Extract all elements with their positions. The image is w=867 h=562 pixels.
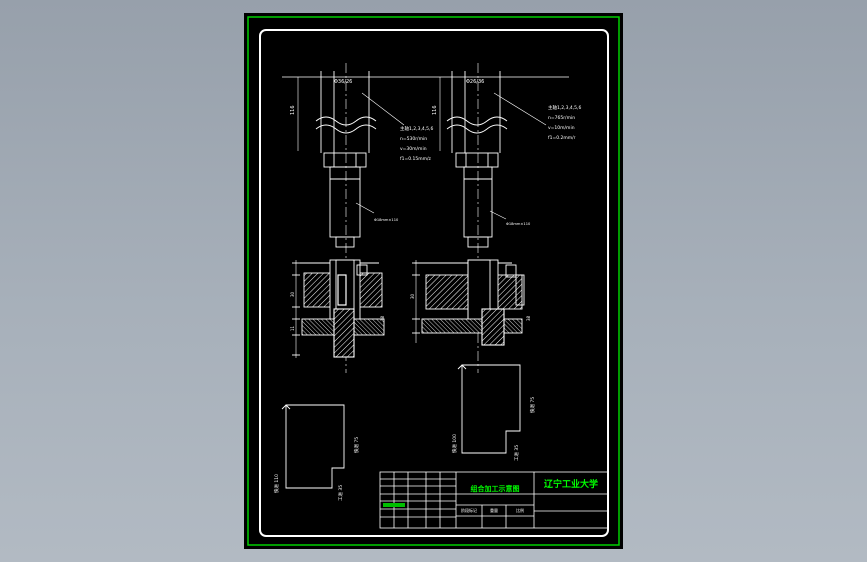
left-cycle-diagram [281,404,345,489]
title-block [379,471,609,529]
right-dim-side: 116 [432,105,438,115]
cell-label-1: 阶段标记 [461,507,477,513]
left-cycle-label-c: 工进 35 [337,485,344,501]
right-spindle-view [412,63,547,373]
title-block-text: 组合加工示意图 辽宁工业大学 阶段标记 重量 比例 [461,478,598,513]
right-note-line-3: v=10m/min [548,125,575,131]
outer-frame [247,16,620,546]
left-dim-base-2: 11 [290,325,295,331]
right-cycle-label-a: 快进 100 [451,434,458,453]
left-dim-base-1: 30 [290,291,295,297]
left-dim-base-3: 38 [380,315,385,321]
left-dim-side: 116 [290,105,296,115]
right-dim-base-1: 30 [410,293,415,299]
left-dim-top: Φ36/26 [334,79,352,85]
right-dim-base-2: 38 [526,315,531,321]
left-cycle-label-b: 快退 75 [353,437,360,453]
cell-label-3: 比例 [516,507,524,513]
left-view-annotations: Φ36/26 116 主轴1,2,3,4,5,6 n=530r/min v=30… [290,79,433,331]
left-note-line-4: f1=0.15mm/z [400,156,432,162]
left-cycle-label-a: 快进 110 [273,474,280,493]
inner-frame [259,29,609,537]
left-tool-label: Φ18mm×110 [374,218,399,222]
right-cycle-diagram [457,364,521,454]
right-note-line-2: n=765r/min [548,115,575,121]
right-note-line-4: f1=0.2mm/r [548,135,576,141]
school-name: 辽宁工业大学 [544,478,598,490]
right-view-annotations: Φ26/36 116 主轴1,2,3,4,5,6 n=765r/min v=10… [410,79,581,321]
cell-label-2: 重量 [490,507,498,513]
right-cycle-label-c: 工进 35 [513,445,520,461]
drawing-sheet: Φ36/26 116 主轴1,2,3,4,5,6 n=530r/min v=30… [244,13,623,549]
right-cycle-label-b: 快退 75 [529,397,536,413]
left-spindle-view [292,63,405,373]
left-note-line-3: v=30m/min [400,146,427,152]
left-note-line-2: n=530r/min [400,136,427,142]
right-dim-top: Φ26/36 [466,79,484,85]
right-tool-label: Φ18mm×110 [506,222,531,226]
right-note-line-1: 主轴1,2,3,4,5,6 [548,104,581,111]
left-note-line-1: 主轴1,2,3,4,5,6 [400,125,433,132]
right-cycle-labels: 快进 100 快退 75 工进 35 [451,397,536,461]
left-cycle-labels: 快进 110 快退 75 工进 35 [273,437,360,501]
drawing-name: 组合加工示意图 [471,484,520,493]
